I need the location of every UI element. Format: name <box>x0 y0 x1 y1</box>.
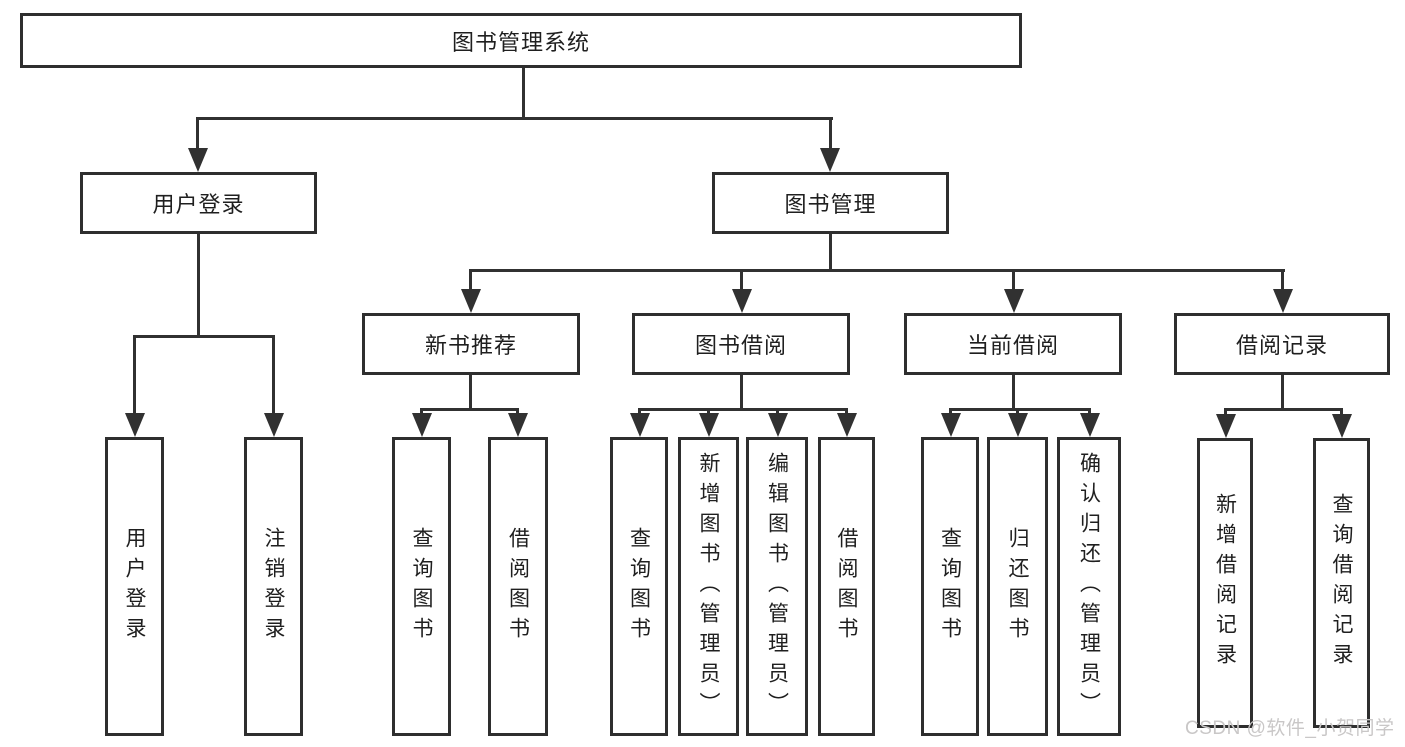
connector-line <box>1012 269 1015 291</box>
connector-line <box>196 117 199 150</box>
node-current-borrowing: 当前借阅 <box>904 313 1122 375</box>
node-label: 图书管理 <box>784 192 877 217</box>
connector-line <box>469 269 1285 272</box>
node-query-borrow-record: 查询借阅记录 <box>1313 438 1370 728</box>
node-borrowing-records: 借阅记录 <box>1174 313 1390 375</box>
arrowhead-icon <box>125 413 145 437</box>
node-label: 编辑图书（管理员） <box>765 451 789 722</box>
connector-line <box>1012 375 1015 411</box>
arrowhead-icon <box>1008 413 1028 437</box>
connector-line <box>1281 269 1284 291</box>
arrowhead-icon <box>732 289 752 313</box>
node-query-books-borrowing: 查询图书 <box>610 437 668 736</box>
node-label: 注销登录 <box>262 526 285 647</box>
node-edit-books-admin: 编辑图书（管理员） <box>746 437 808 736</box>
connector-line <box>829 117 832 150</box>
node-logout: 注销登录 <box>244 437 303 736</box>
node-label: 确认归还（管理员） <box>1077 451 1101 722</box>
node-label: 借阅记录 <box>1235 333 1328 358</box>
node-label: 查询借阅记录 <box>1330 493 1353 673</box>
connector-line <box>740 375 743 411</box>
connector-line <box>133 335 136 415</box>
arrowhead-icon <box>264 413 284 437</box>
arrowhead-icon <box>630 413 650 437</box>
arrowhead-icon <box>1080 413 1100 437</box>
arrowhead-icon <box>1273 289 1293 313</box>
connector-line <box>829 234 832 269</box>
node-label: 新书推荐 <box>424 333 517 358</box>
node-new-book-recommendation: 新书推荐 <box>362 313 580 375</box>
node-label: 查询图书 <box>627 526 651 647</box>
node-borrow-books-recommend: 借阅图书 <box>488 437 548 736</box>
connector-line <box>469 375 472 411</box>
connector-line <box>272 335 275 415</box>
node-library-management-system: 图书管理系统 <box>20 13 1022 68</box>
node-query-books-current: 查询图书 <box>921 437 979 736</box>
node-borrow-books: 借阅图书 <box>818 437 875 736</box>
arrowhead-icon <box>412 413 432 437</box>
arrowhead-icon <box>508 413 528 437</box>
node-query-books-recommend: 查询图书 <box>392 437 451 736</box>
connector-line <box>1224 408 1227 418</box>
arrowhead-icon <box>461 289 481 313</box>
node-label: 用户登录 <box>152 192 245 217</box>
node-label: 查询图书 <box>938 526 962 647</box>
arrowhead-icon <box>1216 414 1236 438</box>
node-label: 新增图书（管理员） <box>697 451 720 722</box>
connector-line <box>196 117 833 120</box>
node-label: 借阅图书 <box>506 526 530 647</box>
arrowhead-icon <box>699 413 719 437</box>
connector-line <box>638 408 848 411</box>
node-label: 图书管理系统 <box>451 29 590 55</box>
connector-line <box>1224 408 1343 411</box>
arrowhead-icon <box>1004 289 1024 313</box>
node-label: 查询图书 <box>410 526 433 647</box>
node-book-management: 图书管理 <box>712 172 949 234</box>
node-label: 新增借阅记录 <box>1213 493 1237 673</box>
connector-line <box>522 68 525 117</box>
connector-line <box>197 234 200 335</box>
arrowhead-icon <box>188 148 208 172</box>
node-user-login: 用户登录 <box>80 172 317 234</box>
node-label: 当前借阅 <box>966 333 1059 358</box>
connector-line <box>949 408 1091 411</box>
arrowhead-icon <box>941 413 961 437</box>
node-add-books-admin: 新增图书（管理员） <box>678 437 739 736</box>
node-label: 归还图书 <box>1006 526 1029 647</box>
connector-line <box>740 269 743 291</box>
csdn-watermark: CSDN @软件_小贺同学 <box>1185 718 1395 739</box>
arrowhead-icon <box>820 148 840 172</box>
node-label: 借阅图书 <box>835 526 858 647</box>
node-confirm-return-admin: 确认归还（管理员） <box>1057 437 1121 736</box>
connector-line <box>1281 375 1284 411</box>
node-return-books: 归还图书 <box>987 437 1048 736</box>
node-label: 用户登录 <box>123 526 146 647</box>
node-user-login-leaf: 用户登录 <box>105 437 164 736</box>
node-book-borrowing: 图书借阅 <box>632 313 850 375</box>
connector-line <box>1340 408 1343 418</box>
node-label: 图书借阅 <box>694 333 787 358</box>
connector-line <box>133 335 275 338</box>
arrowhead-icon <box>768 413 788 437</box>
connector-line <box>420 408 519 411</box>
node-add-borrow-record: 新增借阅记录 <box>1197 438 1253 728</box>
arrowhead-icon <box>837 413 857 437</box>
arrowhead-icon <box>1332 414 1352 438</box>
connector-line <box>469 269 472 291</box>
